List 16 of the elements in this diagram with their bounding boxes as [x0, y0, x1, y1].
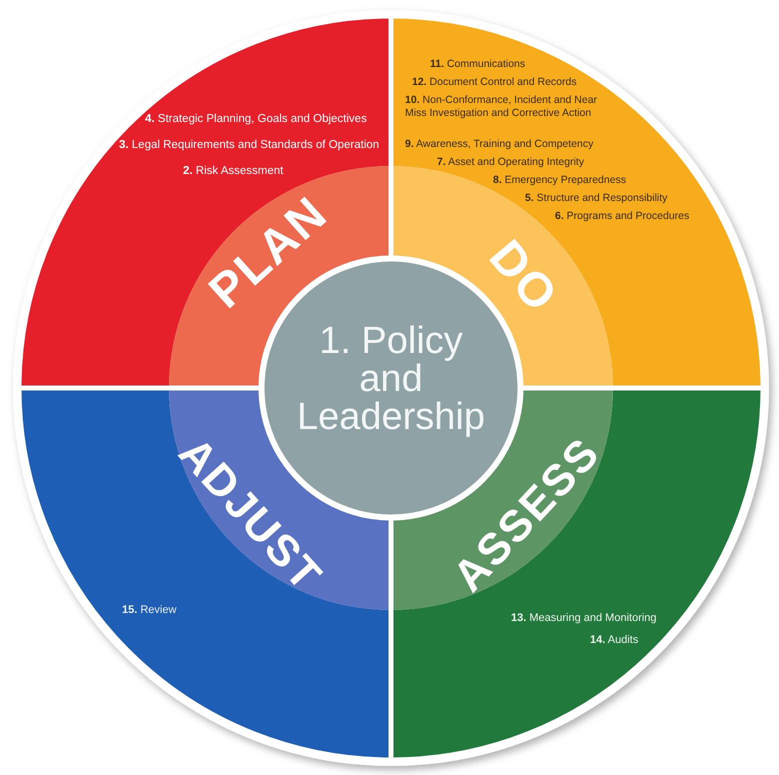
- step-label: 9. Awareness, Training and Competency: [405, 138, 594, 151]
- step-label: 5. Structure and Responsibility: [525, 192, 668, 205]
- center-label: 1. Policy and Leadership: [296, 322, 486, 436]
- step-label: 12. Document Control and Records: [412, 76, 577, 89]
- step-label: 11. Communications: [430, 58, 526, 71]
- step-label: 13. Measuring and Monitoring: [511, 612, 657, 625]
- step-label: 15. Review: [122, 604, 176, 617]
- step-label: 10. Non-Conformance, Incident and Near Miss Investigation and Corrective Action: [405, 94, 598, 120]
- step-label: 2. Risk Assessment: [183, 165, 284, 178]
- step-label: 4. Strategic Planning, Goals and Objectives: [145, 113, 367, 126]
- step-label: 8. Emergency Preparedness: [493, 174, 626, 187]
- step-label: 7. Asset and Operating Integrity: [437, 156, 584, 169]
- step-label: 6. Programs and Procedures: [555, 210, 690, 223]
- stage-label: DO: [480, 232, 566, 322]
- step-label: 3. Legal Requirements and Standards of Operation: [119, 139, 380, 152]
- step-label: 14. Audits: [590, 634, 638, 647]
